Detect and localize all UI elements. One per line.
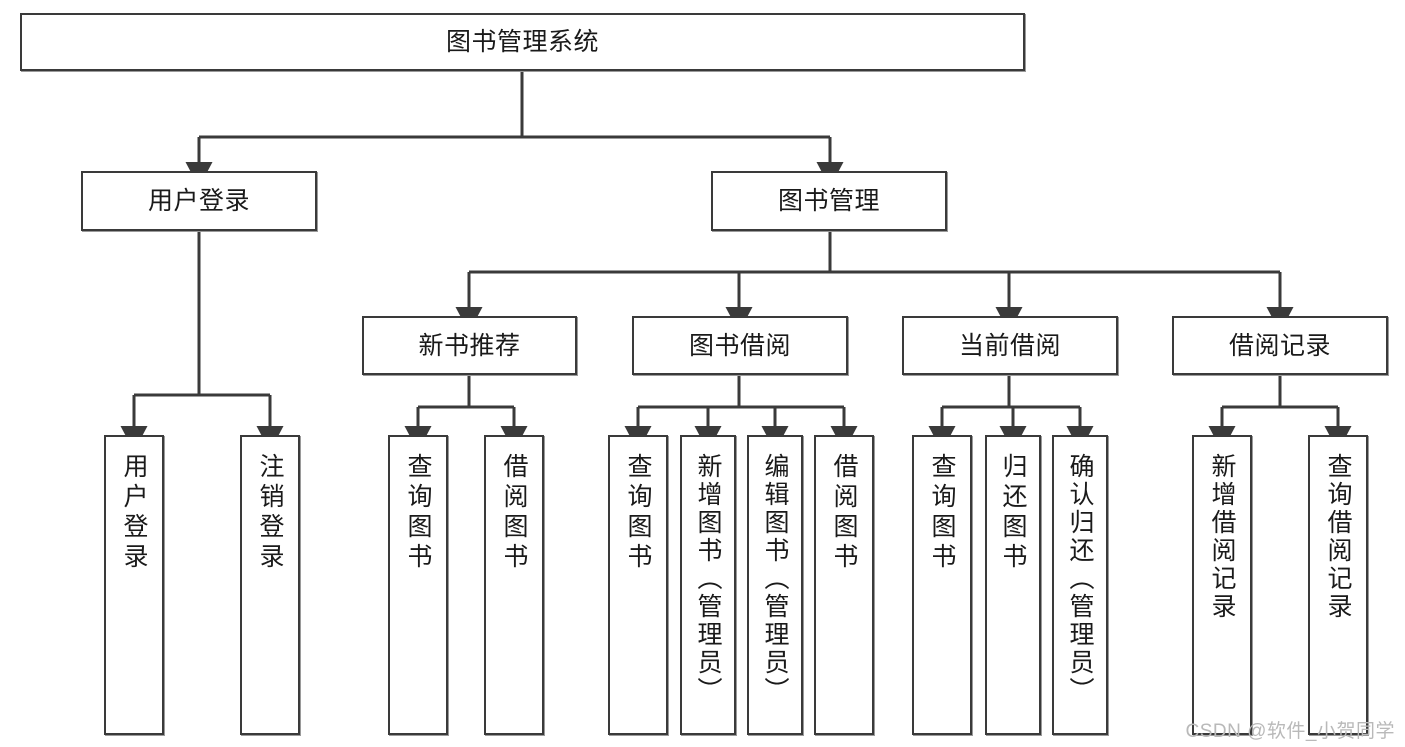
node-root-label: 图书管理系统 <box>445 28 599 56</box>
leaf-query-book-recommend-label: 查询图书 <box>404 453 432 573</box>
node-current-borrow[interactable]: 当前借阅 <box>902 316 1118 375</box>
node-borrow-records-label: 借阅记录 <box>1228 331 1331 360</box>
node-new-book-recommend-label: 新书推荐 <box>418 331 521 360</box>
node-book-borrow[interactable]: 图书借阅 <box>632 316 848 375</box>
node-book-borrow-label: 图书借阅 <box>688 331 791 360</box>
leaf-return-book[interactable]: 归还图书 <box>985 435 1041 735</box>
leaf-return-book-label: 归还图书 <box>999 453 1027 573</box>
leaf-user-login[interactable]: 用户登录 <box>104 435 164 735</box>
leaf-query-borrow-record[interactable]: 查询借阅记录 <box>1308 435 1368 735</box>
leaf-query-book-current-label: 查询图书 <box>928 453 956 573</box>
leaf-confirm-return-admin[interactable]: 确认归还（管理员） <box>1052 435 1108 735</box>
node-current-borrow-label: 当前借阅 <box>958 331 1061 360</box>
leaf-add-book-admin-label: 新增图书（管理员） <box>694 453 722 705</box>
leaf-add-book-admin[interactable]: 新增图书（管理员） <box>680 435 736 735</box>
node-book-management-label: 图书管理 <box>777 187 880 215</box>
leaf-user-login-label: 用户登录 <box>120 453 148 573</box>
leaf-query-book-borrow-label: 查询图书 <box>624 453 652 573</box>
leaf-query-book-borrow[interactable]: 查询图书 <box>608 435 668 735</box>
leaf-add-borrow-record[interactable]: 新增借阅记录 <box>1192 435 1252 735</box>
leaf-query-book-current[interactable]: 查询图书 <box>912 435 972 735</box>
leaf-borrow-book-recommend[interactable]: 借阅图书 <box>484 435 544 735</box>
leaf-borrow-book-label: 借阅图书 <box>830 453 858 573</box>
leaf-query-book-recommend[interactable]: 查询图书 <box>388 435 448 735</box>
node-borrow-records[interactable]: 借阅记录 <box>1172 316 1388 375</box>
leaf-logout[interactable]: 注销登录 <box>240 435 300 735</box>
node-user-login-label: 用户登录 <box>147 187 250 215</box>
leaf-add-borrow-record-label: 新增借阅记录 <box>1208 453 1236 621</box>
node-root[interactable]: 图书管理系统 <box>20 13 1025 71</box>
leaf-confirm-return-admin-label: 确认归还（管理员） <box>1066 453 1094 705</box>
node-user-login[interactable]: 用户登录 <box>81 171 317 231</box>
leaf-borrow-book-recommend-label: 借阅图书 <box>500 453 528 573</box>
leaf-edit-book-admin-label: 编辑图书（管理员） <box>761 453 789 705</box>
leaf-logout-label: 注销登录 <box>256 453 284 573</box>
leaf-edit-book-admin[interactable]: 编辑图书（管理员） <box>747 435 803 735</box>
leaf-borrow-book[interactable]: 借阅图书 <box>814 435 874 735</box>
watermark: CSDN @软件_小贺同学 <box>1185 721 1395 742</box>
node-new-book-recommend[interactable]: 新书推荐 <box>362 316 577 375</box>
node-book-management[interactable]: 图书管理 <box>711 171 947 231</box>
leaf-query-borrow-record-label: 查询借阅记录 <box>1324 453 1352 621</box>
